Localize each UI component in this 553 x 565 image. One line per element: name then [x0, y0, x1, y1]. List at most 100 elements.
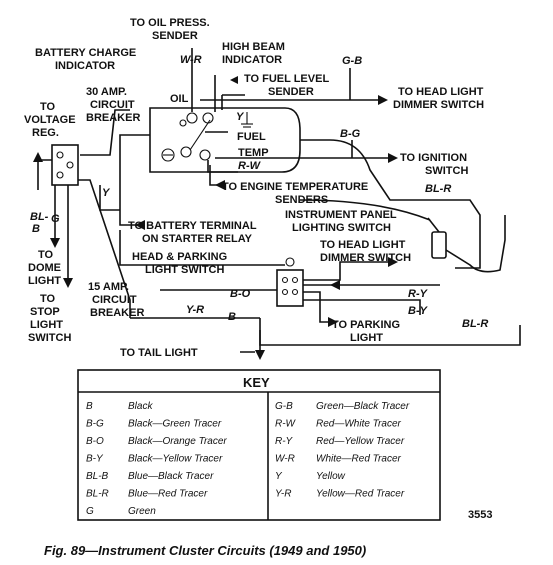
key-description: Yellow—Red Tracer [316, 489, 405, 500]
svg-text:LIGHT: LIGHT [28, 275, 61, 287]
label-to-stop: TO STOP LIGHT SWITCH [28, 293, 71, 344]
label-instr-panel: INSTRUMENT PANEL LIGHTING SWITCH [285, 209, 397, 234]
label-to-head-light-dimmer-mid: TO HEAD LIGHT DIMMER SWITCH [320, 239, 411, 264]
wire-dimmer-mid [303, 261, 390, 281]
svg-text:TO: TO [38, 249, 54, 261]
arrow-ignition [388, 153, 398, 163]
key-code: Y-R [275, 489, 291, 500]
key-description: Blue—Black Tracer [128, 471, 214, 482]
svg-text:VOLTAGE: VOLTAGE [24, 114, 76, 126]
key-code: G [86, 506, 94, 517]
label-battery-charge: BATTERY CHARGE INDICATOR [35, 47, 136, 72]
svg-text:INSTRUMENT PANEL: INSTRUMENT PANEL [285, 209, 397, 221]
temp-gauge [180, 119, 211, 161]
wire-voltage-reg [37, 159, 52, 190]
svg-text:LIGHT: LIGHT [30, 319, 63, 331]
svg-text:TO ENGINE TEMPERATURE: TO ENGINE TEMPERATURE [222, 181, 368, 193]
instrument-panel-lighting-switch [427, 217, 447, 259]
label-fuel: FUEL [237, 131, 266, 143]
svg-text:B: B [32, 223, 40, 235]
code-b-o: B-O [230, 288, 251, 300]
key-code: R-Y [275, 436, 294, 447]
wire-left-loop [80, 109, 130, 156]
battery-indicator-lamp [161, 148, 175, 162]
svg-text:15 AMP.: 15 AMP. [88, 281, 129, 293]
svg-text:DIMMER SWITCH: DIMMER SWITCH [393, 99, 484, 111]
arrow-voltage-reg [33, 152, 43, 162]
code-b-y: B-Y [408, 305, 429, 317]
svg-text:DOME: DOME [28, 262, 61, 274]
svg-text:SENDERS: SENDERS [275, 194, 328, 206]
key-code: R-W [275, 419, 297, 430]
key-code: B-G [86, 419, 104, 430]
svg-text:TO BATTERY TERMINAL: TO BATTERY TERMINAL [128, 220, 257, 232]
wire-instr-panel-loop [299, 199, 506, 273]
key-description: Blue—Red Tracer [128, 489, 208, 500]
code-r-y: R-Y [408, 288, 429, 300]
label-temp: TEMP [238, 147, 269, 159]
key-description: Green—Black Tracer [316, 401, 410, 412]
wire-bl-r-right [300, 139, 481, 269]
svg-text:30 AMP.: 30 AMP. [86, 86, 127, 98]
arrow-engine-temp [215, 180, 225, 190]
figure-number: 3553 [468, 509, 492, 521]
wire-b-y [303, 299, 421, 315]
label-to-tail: TO TAIL LIGHT [120, 347, 198, 359]
label-to-parking: TO PARKING LIGHT [332, 319, 400, 344]
svg-text:HEAD & PARKING: HEAD & PARKING [132, 251, 227, 263]
wire-r-w [207, 160, 238, 173]
label-to-voltage-reg: TO VOLTAGE REG. [24, 101, 76, 139]
code-g-b: G-B [342, 55, 362, 67]
code-g-left: G [51, 213, 60, 225]
svg-text:ON STARTER RELAY: ON STARTER RELAY [142, 233, 253, 245]
key-description: Green [128, 506, 156, 517]
svg-text:BL-: BL- [30, 211, 49, 223]
label-to-head-light-dimmer-top: TO HEAD LIGHT DIMMER SWITCH [393, 86, 484, 111]
svg-text:BREAKER: BREAKER [90, 307, 144, 319]
svg-text:STOP: STOP [30, 306, 60, 318]
code-bl-r-bottom: BL-R [462, 318, 488, 330]
instrument-cluster-outline [149, 107, 301, 173]
svg-text:LIGHTING SWITCH: LIGHTING SWITCH [292, 222, 391, 234]
key-description: Yellow [316, 471, 346, 482]
svg-text:BREAKER: BREAKER [86, 112, 140, 124]
key-code: B [86, 401, 93, 412]
svg-text:REG.: REG. [32, 127, 59, 139]
svg-text:CIRCUIT: CIRCUIT [92, 294, 137, 306]
key-description: Red—Yellow Tracer [316, 436, 405, 447]
figure-caption: Fig. 89—Instrument Cluster Circuits (194… [44, 543, 366, 558]
code-bl-b: BL- B [30, 211, 49, 235]
svg-text:INDICATOR: INDICATOR [55, 60, 115, 72]
head-parking-light-switch [276, 257, 304, 307]
arrow-head-light-dimmer-top [378, 95, 388, 105]
key-code: W-R [275, 454, 295, 465]
code-y-left: Y [102, 187, 111, 199]
svg-text:LIGHT: LIGHT [350, 332, 383, 344]
wire-head-switch-feed [119, 230, 285, 266]
key-title: KEY [243, 375, 270, 390]
svg-text:DIMMER SWITCH: DIMMER SWITCH [320, 252, 411, 264]
arrow-battery-terminal [135, 220, 145, 230]
label-cb15: 15 AMP. CIRCUIT BREAKER [88, 281, 144, 319]
code-b: B [228, 311, 236, 323]
svg-text:SENDER: SENDER [268, 86, 314, 98]
svg-text:TO OIL PRESS.: TO OIL PRESS. [130, 17, 210, 29]
svg-text:TO HEAD LIGHT: TO HEAD LIGHT [398, 86, 484, 98]
svg-text:SENDER: SENDER [152, 30, 198, 42]
svg-text:TO: TO [40, 293, 56, 305]
svg-text:TO PARKING: TO PARKING [332, 319, 400, 331]
arrow-stop-light [63, 278, 73, 288]
arrow-tail-light [255, 350, 265, 360]
label-cb30: 30 AMP. CIRCUIT BREAKER [86, 86, 140, 124]
label-oil: OIL [170, 93, 189, 105]
svg-text:TO: TO [40, 101, 56, 113]
arrow-r-y [330, 280, 340, 290]
svg-text:LIGHT SWITCH: LIGHT SWITCH [145, 264, 224, 276]
svg-text:CIRCUIT: CIRCUIT [90, 99, 135, 111]
svg-text:SWITCH: SWITCH [425, 165, 468, 177]
key-description: Black—Yellow Tracer [128, 454, 223, 465]
oil-gauge [179, 112, 214, 127]
